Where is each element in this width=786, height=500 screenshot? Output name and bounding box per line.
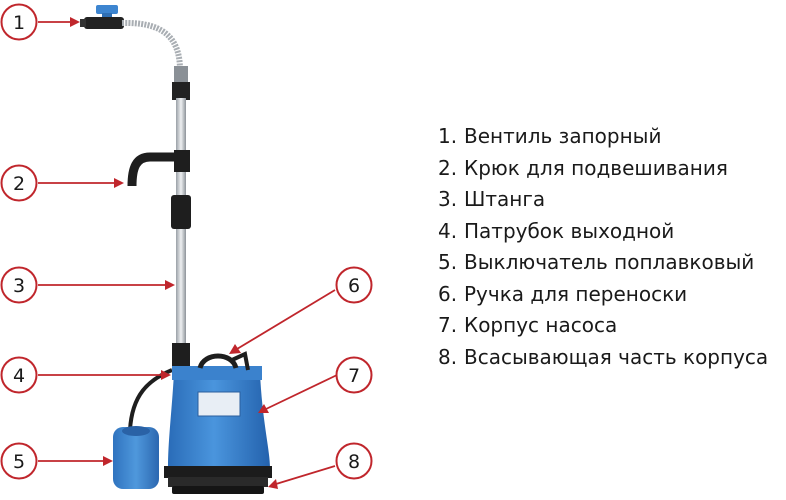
legend-item-number: 7. [438,313,458,337]
legend-item-text: Всасывающая часть корпуса [464,344,769,369]
shutoff-valve [80,5,124,29]
marker-4-number: 4 [13,365,25,387]
marker-7: 7 [335,356,373,394]
marker-8-number: 8 [348,451,360,473]
marker-7-number: 7 [348,365,360,387]
marker-3: 3 [0,266,38,304]
legend-item: 5.Выключатель поплавковый [438,247,768,279]
legend-item: 6.Ручка для переноски [438,279,768,311]
legend-item: 7.Корпус насоса [438,310,768,342]
callout-line-1 [38,17,80,27]
callout-line-2 [38,178,124,188]
legend-item: 3.Штанга [438,184,768,216]
hose-fitting [174,66,188,84]
legend-item-text: Патрубок выходной [464,218,675,243]
legend-item-text: Штанга [464,187,546,211]
legend-item-number: 3. [438,187,458,211]
callout-lines [38,17,338,489]
pump-illustration [80,5,272,494]
legend-item-number: 2. [438,155,458,180]
suction-base [164,466,272,494]
legend-item: 8.Всасывающая часть корпуса [438,342,768,374]
markers: 1 2 3 4 5 6 7 8 [0,3,373,480]
float-cable [128,368,173,431]
marker-3-number: 3 [13,275,25,297]
legend-item-text: Выключатель поплавковый [464,250,755,274]
parts-legend: 1.Вентиль запорный 2.Крюк для подвешиван… [438,121,768,373]
marker-5-number: 5 [13,451,25,473]
pole-clamp [171,195,191,229]
marker-6: 6 [335,266,373,304]
legend-item-number: 4. [438,218,458,243]
legend-item-number: 6. [438,281,458,306]
callout-line-5 [38,456,113,466]
pump-body [168,366,270,468]
legend-item: 2.Крюк для подвешивания [438,153,768,185]
callout-line-6 [229,289,336,354]
legend-item-text: Корпус насоса [464,313,618,337]
legend-item-number: 1. [438,124,458,148]
callout-line-4 [38,370,171,380]
legend-item-text: Вентиль запорный [464,124,662,148]
marker-2-number: 2 [13,173,25,195]
legend-item-text: Крюк для подвешивания [464,155,728,180]
marker-1: 1 [0,3,38,41]
carry-handle [197,353,239,370]
legend-item-number: 8. [438,344,458,369]
float-switch [113,426,159,489]
flexible-hose [121,19,183,71]
legend-item-text: Ручка для переноски [464,281,688,306]
callout-line-3 [38,280,175,290]
outlet-pipe [172,343,190,371]
callout-line-8 [268,465,336,489]
legend-item-number: 5. [438,250,458,274]
callout-line-7 [258,374,338,413]
label-plate [197,391,241,417]
legend-item: 4.Патрубок выходной [438,216,768,248]
marker-8: 8 [335,442,373,480]
hanging-hook [127,150,190,187]
marker-4: 4 [0,356,38,394]
marker-6-number: 6 [348,275,360,297]
marker-2: 2 [0,164,38,202]
marker-5: 5 [0,442,38,480]
legend-item: 1.Вентиль запорный [438,121,768,153]
marker-1-number: 1 [13,12,25,34]
